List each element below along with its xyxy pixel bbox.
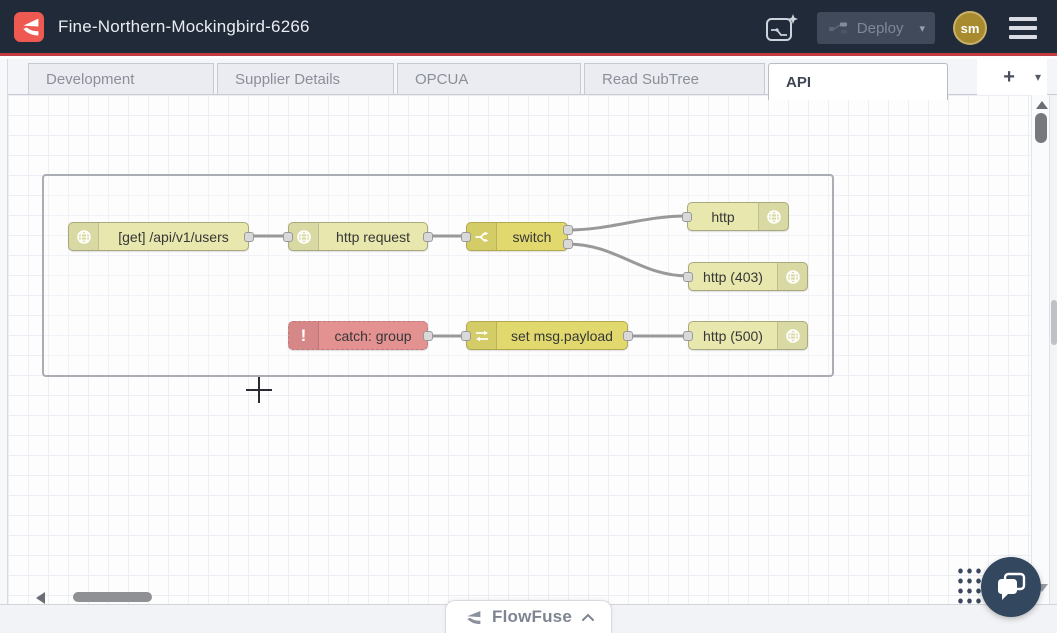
chevron-up-icon[interactable] [581, 613, 595, 622]
switch-icon [467, 223, 497, 250]
tab-supplier-details[interactable]: Supplier Details [217, 63, 394, 94]
output-port[interactable] [244, 232, 254, 242]
header-bar: Fine-Northern-Mockingbird-6266 Deploy ▾ … [0, 0, 1057, 56]
node-switch[interactable]: switch [461, 222, 573, 251]
workspace-tabbar: Development Supplier Details OPCUA Read … [8, 59, 1057, 100]
add-flow-button[interactable]: + [1003, 66, 1015, 88]
node-http-in[interactable]: [get] /api/v1/users [68, 222, 254, 251]
tab-read-subtree[interactable]: Read SubTree [584, 63, 765, 94]
horizontal-scroll-thumb[interactable] [73, 592, 152, 602]
scroll-left-icon[interactable] [36, 592, 45, 604]
flow-canvas[interactable] [8, 95, 1031, 604]
input-port[interactable] [461, 331, 471, 341]
node-label: switch [512, 228, 552, 245]
node-label: http [711, 208, 735, 225]
node-label: http request [336, 228, 410, 245]
vertical-scroll-thumb[interactable] [1035, 113, 1047, 143]
deploy-label: Deploy [856, 19, 904, 37]
globe-icon [758, 203, 788, 230]
deploy-button[interactable]: Deploy ▾ [816, 12, 935, 44]
globe-icon [777, 322, 807, 349]
output-port[interactable] [423, 232, 433, 242]
node-http-response-500[interactable]: http (500) [683, 321, 808, 350]
node-label: catch: group [334, 327, 412, 344]
chat-bubbles-icon [998, 572, 1026, 600]
vertical-scrollbar[interactable] [1031, 95, 1049, 604]
live-chat-button[interactable] [981, 557, 1041, 617]
tab-opcua[interactable]: OPCUA [397, 63, 581, 94]
output-port-1[interactable] [563, 225, 573, 235]
deploy-nodes-icon [828, 22, 847, 34]
node-http-response[interactable]: http [682, 202, 789, 231]
ai-flow-assistant-icon[interactable] [765, 13, 799, 43]
exclamation-glyph: ! [300, 325, 307, 345]
exclamation-icon: ! [289, 322, 319, 349]
node-label: http (403) [703, 268, 763, 285]
input-port[interactable] [283, 232, 293, 242]
scroll-up-icon[interactable] [1036, 101, 1048, 109]
change-icon [467, 322, 497, 349]
tab-development[interactable]: Development [28, 63, 214, 94]
crosshair-cursor [246, 377, 272, 403]
user-avatar[interactable]: sm [953, 11, 987, 45]
tab-api[interactable]: API [768, 63, 948, 100]
main-menu-icon[interactable] [1005, 13, 1041, 43]
output-port-2[interactable] [563, 239, 573, 249]
widget-drag-dots-handle[interactable] [956, 566, 981, 606]
node-change[interactable]: set msg.payload [461, 321, 633, 350]
globe-icon [777, 263, 807, 290]
input-port[interactable] [461, 232, 471, 242]
input-port[interactable] [683, 272, 693, 282]
flow-list-caret-icon[interactable]: ▾ [1034, 70, 1041, 84]
node-http-request[interactable]: http request [283, 222, 433, 251]
globe-icon [69, 223, 99, 250]
node-label: http (500) [703, 327, 763, 344]
flowfuse-grey-logo-icon [467, 610, 481, 624]
globe-icon [289, 223, 319, 250]
output-port[interactable] [623, 331, 633, 341]
deploy-caret-icon[interactable]: ▾ [919, 22, 925, 35]
flowfuse-label: FlowFuse [492, 607, 572, 626]
node-label: set msg.payload [511, 327, 613, 344]
node-http-response-403[interactable]: http (403) [683, 262, 808, 291]
palette-edge [0, 59, 8, 633]
output-port[interactable] [423, 331, 433, 341]
input-port[interactable] [682, 212, 692, 222]
tab-actions: + ▾ [977, 59, 1047, 95]
outer-scroll-thumb[interactable] [1051, 300, 1057, 345]
instance-title: Fine-Northern-Mockingbird-6266 [58, 16, 310, 36]
outer-scrollbar[interactable] [1049, 59, 1057, 633]
input-port[interactable] [683, 331, 693, 341]
flowfuse-banner[interactable]: FlowFuse [445, 600, 612, 633]
scroll-down-icon[interactable] [1036, 584, 1048, 592]
node-label: [get] /api/v1/users [118, 228, 229, 245]
horizontal-scrollbar[interactable] [8, 591, 1031, 604]
node-catch[interactable]: ! catch: group [288, 321, 433, 350]
flowfuse-logo-icon [14, 11, 44, 42]
